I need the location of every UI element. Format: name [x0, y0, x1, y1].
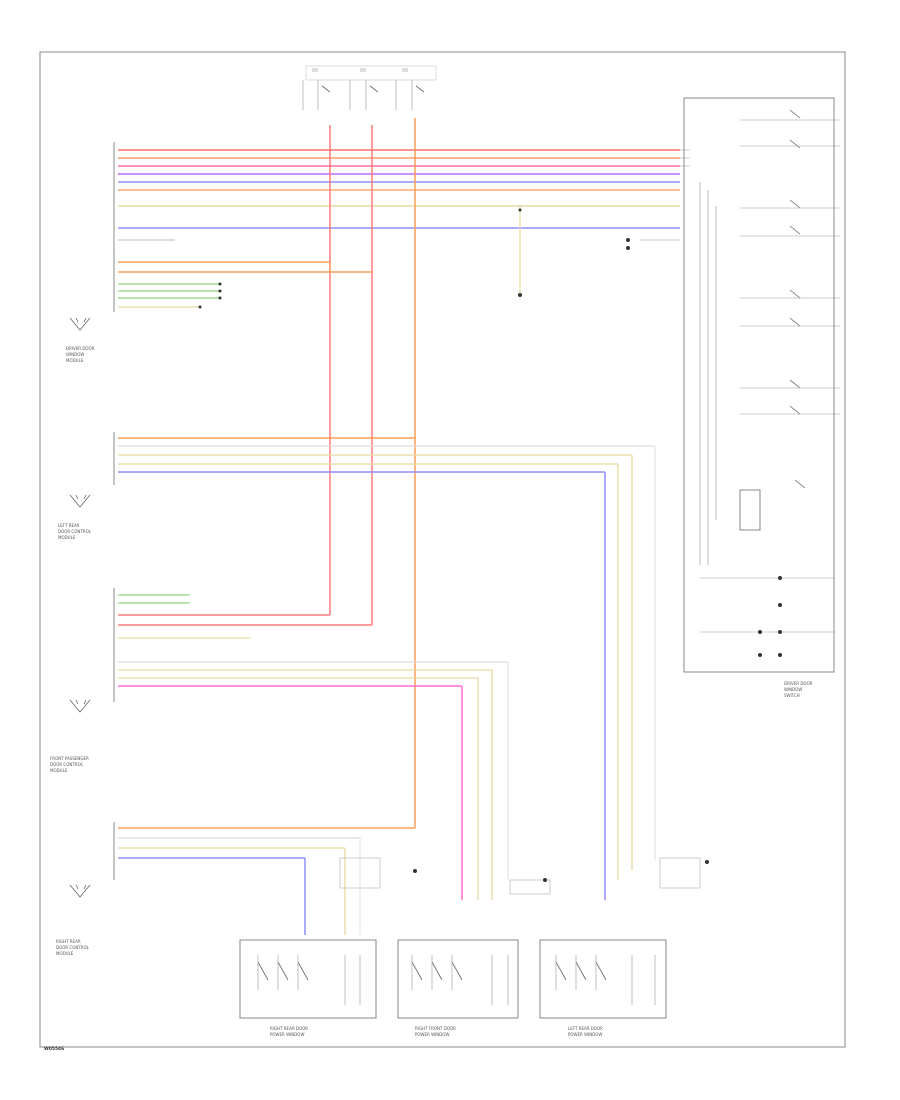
driver-door-module: DRIVER DOOR WINDOW MODULE — [66, 142, 115, 363]
svg-text:MODULE: MODULE — [56, 951, 74, 956]
svg-text:MODULE: MODULE — [66, 358, 84, 363]
svg-text:DRIVER DOOR: DRIVER DOOR — [66, 346, 95, 351]
front-passenger-branch — [118, 594, 509, 900]
right-rear-window-motor: RIGHT REAR DOOR POWER WINDOW — [239, 939, 377, 1037]
svg-text:LEFT REAR DOOR: LEFT REAR DOOR — [568, 1026, 603, 1031]
right-front-window-motor: RIGHT FRONT DOOR POWER WINDOW — [397, 939, 519, 1037]
fuse-block-top — [302, 65, 437, 110]
left-rear-branch — [118, 437, 656, 900]
svg-text:DOOR CONTROL: DOOR CONTROL — [58, 529, 92, 534]
svg-text:DOOR CONTROL: DOOR CONTROL — [50, 762, 84, 767]
svg-text:POWER WINDOW: POWER WINDOW — [270, 1032, 304, 1037]
svg-text:RIGHT FRONT DOOR: RIGHT FRONT DOOR — [415, 1026, 456, 1031]
svg-text:DOOR CONTROL: DOOR CONTROL — [56, 945, 90, 950]
svg-text:WINDOW: WINDOW — [784, 687, 802, 692]
front-passenger-door-module: FRONT PASSENGER DOOR CONTROL MODULE — [50, 588, 115, 773]
svg-text:FRONT PASSENGER: FRONT PASSENGER — [50, 756, 89, 761]
svg-text:MODULE: MODULE — [50, 768, 68, 773]
wire-bundle-top — [118, 149, 680, 241]
svg-text:POWER WINDOW: POWER WINDOW — [415, 1032, 449, 1037]
driver-door-window-switch: DRIVER DOOR WINDOW SWITCH — [683, 97, 840, 698]
master-switch-feeds — [518, 149, 717, 565]
svg-text:SWITCH: SWITCH — [784, 693, 800, 698]
right-rear-door-module: RIGHT REAR DOOR CONTROL MODULE — [56, 822, 115, 956]
svg-text:RIGHT REAR: RIGHT REAR — [56, 939, 81, 944]
diagram-frame — [39, 51, 846, 1048]
svg-text:LEFT REAR: LEFT REAR — [58, 523, 80, 528]
driver-door-branch — [118, 261, 372, 309]
svg-text:POWER WINDOW: POWER WINDOW — [568, 1032, 602, 1037]
left-rear-window-motor: LEFT REAR DOOR POWER WINDOW — [539, 939, 667, 1037]
feed-wires — [329, 118, 416, 828]
svg-text:WINDOW: WINDOW — [66, 352, 84, 357]
lock-connectors — [339, 857, 709, 895]
left-rear-door-module: LEFT REAR DOOR CONTROL MODULE — [58, 432, 115, 540]
diagram-code: W05546 — [44, 1046, 64, 1052]
svg-text:RIGHT REAR DOOR: RIGHT REAR DOOR — [270, 1026, 308, 1031]
svg-text:MODULE: MODULE — [58, 535, 76, 540]
right-rear-branch — [118, 827, 415, 935]
svg-text:DRIVER DOOR: DRIVER DOOR — [784, 681, 813, 686]
